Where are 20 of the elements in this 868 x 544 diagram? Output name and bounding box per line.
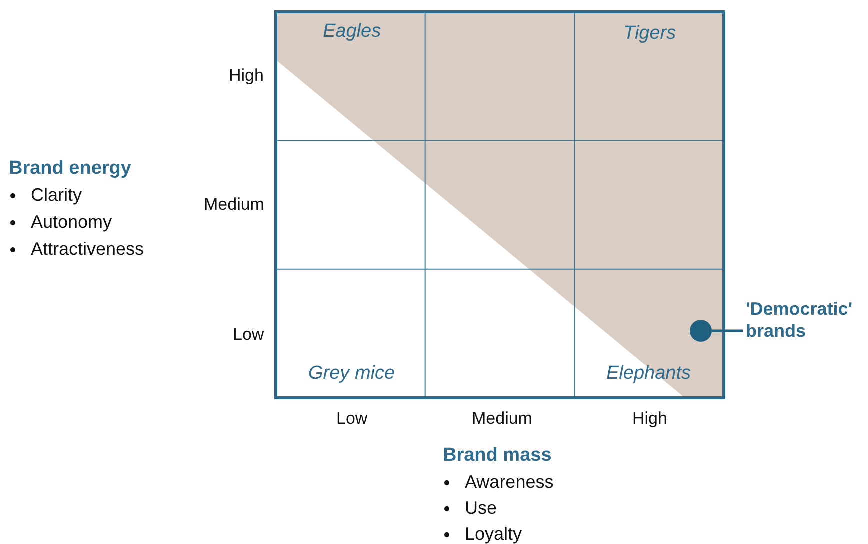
quadrant-label: Grey mice (308, 363, 396, 385)
leader-line (712, 330, 743, 332)
quadrant-label: Eagles (323, 21, 382, 43)
axis-label: Medium (204, 195, 264, 215)
axis-title: Brand mass (443, 445, 552, 467)
list-item: Loyalty (464, 524, 522, 544)
list-item: Attractiveness (30, 238, 144, 260)
axis-label: Low (336, 409, 368, 429)
list-item: Clarity (30, 184, 82, 206)
axis-label: Low (233, 325, 264, 345)
callout-label: 'Democratic' brands (746, 298, 866, 342)
list-item: Autonomy (30, 212, 112, 232)
quadrant-label: Tigers (624, 23, 676, 45)
axis-title: Brand energy (9, 158, 132, 180)
axis-label: High (229, 66, 264, 86)
list-item: Use (464, 498, 498, 518)
quadrant-label: Elephants (606, 363, 692, 385)
list-item: Awareness (464, 472, 554, 492)
axis-label: High (632, 409, 668, 429)
axis-label: Medium (472, 409, 532, 429)
